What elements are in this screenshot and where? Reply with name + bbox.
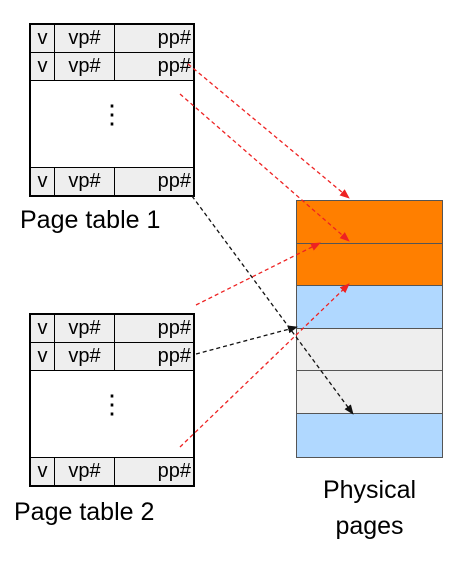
physical-pages-caption-line-2: pages [335,512,404,540]
physical-page-cell: pp# [157,317,191,339]
page-table-1: v vp# pp# v vp# pp# ⋮ v vp# pp# [29,23,195,197]
valid-bit-cell: v [31,458,55,485]
physical-page-2 [297,243,442,287]
page-table-1-row-2: v vp# pp# [31,53,193,81]
physical-page-1 [297,201,442,244]
virtual-page-cell: vp# [55,315,115,342]
virtual-page-cell: vp# [55,458,115,485]
physical-page-cell: pp# [157,460,191,482]
physical-page-3 [297,286,442,329]
physical-page-cell: pp# [157,345,191,367]
physical-pages-block [296,200,443,458]
page-table-2-row-2: v vp# pp# [31,343,193,371]
page-table-2-caption: Page table 2 [14,498,155,526]
arrow-pt1-row2-to-page2 [179,93,350,242]
virtual-page-cell: vp# [55,343,115,370]
physical-page-cell: pp# [157,170,191,192]
physical-page-cell: pp# [157,55,191,77]
physical-page-6 [297,413,442,457]
physical-page-cell: pp# [157,27,191,49]
valid-bit-cell: v [31,25,55,52]
page-table-1-caption: Page table 1 [20,206,161,234]
valid-bit-cell: v [31,53,55,80]
arrow-pt1-last-to-page5 [191,195,354,415]
physical-page-4 [297,328,442,372]
valid-bit-cell: v [31,168,55,195]
virtual-page-cell: vp# [55,25,115,52]
physical-page-5 [297,371,442,414]
page-table-2-row-last: v vp# pp# [31,457,193,485]
page-table-1-row-last: v vp# pp# [31,167,193,195]
arrow-pt2-last-to-page2 [179,283,350,448]
arrow-pt1-row2-to-page1 [187,63,350,199]
physical-pages-caption-line-1: Physical [322,476,417,504]
valid-bit-cell: v [31,343,55,370]
page-table-1-row-1: v vp# pp# [31,25,193,53]
valid-bit-cell: v [31,315,55,342]
page-table-2: v vp# pp# v vp# pp# ⋮ v vp# pp# [29,313,195,487]
arrow-pt2-row2-to-page4 [195,325,298,355]
virtual-page-cell: vp# [55,53,115,80]
physical-pages-caption: Physical pages [296,472,443,544]
arrow-pt2-row1-to-page2 [195,242,321,306]
virtual-page-cell: vp# [55,168,115,195]
page-table-2-row-1: v vp# pp# [31,315,193,343]
